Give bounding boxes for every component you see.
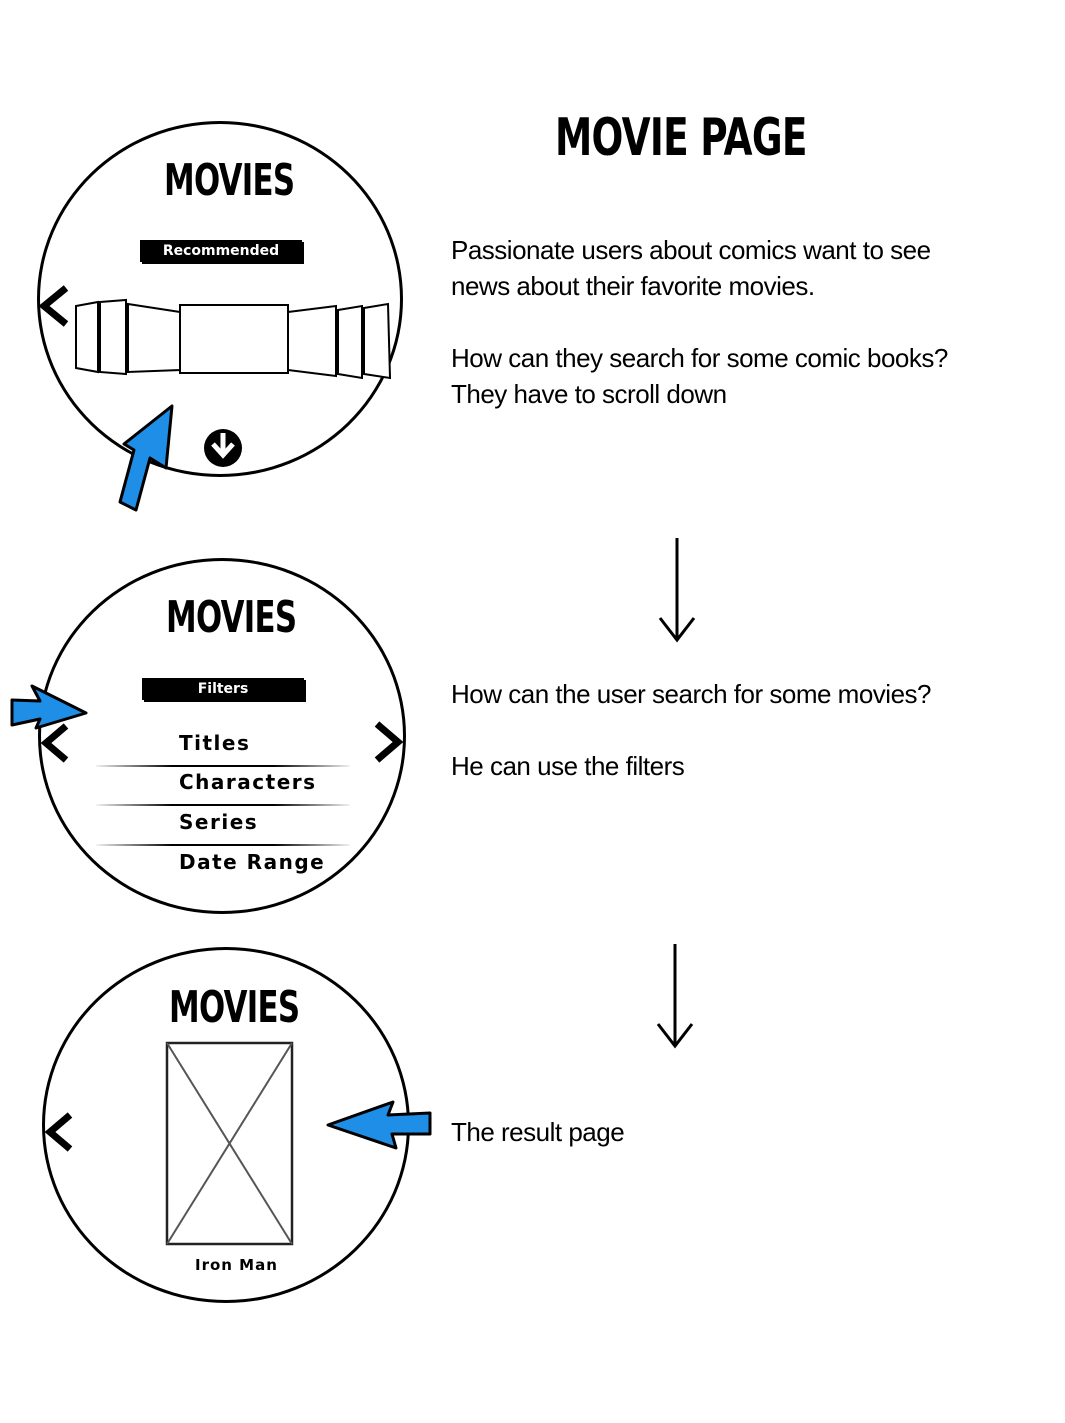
screen2-overlay [10, 684, 404, 763]
filter-divider [96, 844, 350, 846]
image-placeholder[interactable] [165, 1041, 294, 1246]
description-step2-line3: He can use the filters [451, 751, 685, 781]
description-step1-line4: How can they search for some comic books… [451, 343, 948, 373]
description-step1-line1: Passionate users about comics want to se… [451, 235, 931, 265]
screen-title: MOVIES [164, 155, 295, 206]
filter-titles[interactable]: Titles [179, 731, 251, 755]
description-step1-line5: They have to scroll down [451, 379, 727, 409]
description-step2-line1: How can the user search for some movies? [451, 679, 932, 709]
screen-title: MOVIES [169, 982, 300, 1033]
watch-screen-recommended [37, 121, 403, 477]
chevron-left-icon[interactable] [44, 1112, 73, 1152]
filter-divider [96, 804, 350, 806]
description-step3-line1: The result page [451, 1117, 625, 1147]
chevron-left-icon[interactable] [38, 285, 69, 327]
pointer-arrow-icon [326, 1100, 432, 1150]
filters-pill[interactable]: Filters [142, 678, 304, 700]
carousel-frames [75, 298, 392, 380]
flow-arrow-down-icon [656, 944, 694, 1049]
description-step1-line2: news about their favorite movies. [451, 271, 815, 301]
page-title: MOVIE PAGE [555, 108, 807, 168]
filter-series[interactable]: Series [179, 810, 259, 834]
scroll-down-icon[interactable] [204, 429, 242, 467]
pointer-arrow-icon [118, 404, 174, 512]
pointer-arrow-icon [10, 684, 88, 730]
carousel[interactable] [0, 0, 1065, 520]
filter-characters[interactable]: Characters [179, 770, 317, 794]
movie-caption: Iron Man [195, 1256, 278, 1274]
chevron-left-icon[interactable] [40, 723, 69, 763]
watch-screen-filters [38, 558, 406, 914]
chevron-right-icon[interactable] [374, 721, 404, 763]
flow-arrow-down-icon [658, 538, 696, 643]
screen-title: MOVIES [166, 592, 297, 643]
recommended-pill[interactable]: Recommended [140, 240, 302, 262]
filter-divider [96, 765, 350, 767]
filter-date-range[interactable]: Date Range [179, 850, 326, 874]
